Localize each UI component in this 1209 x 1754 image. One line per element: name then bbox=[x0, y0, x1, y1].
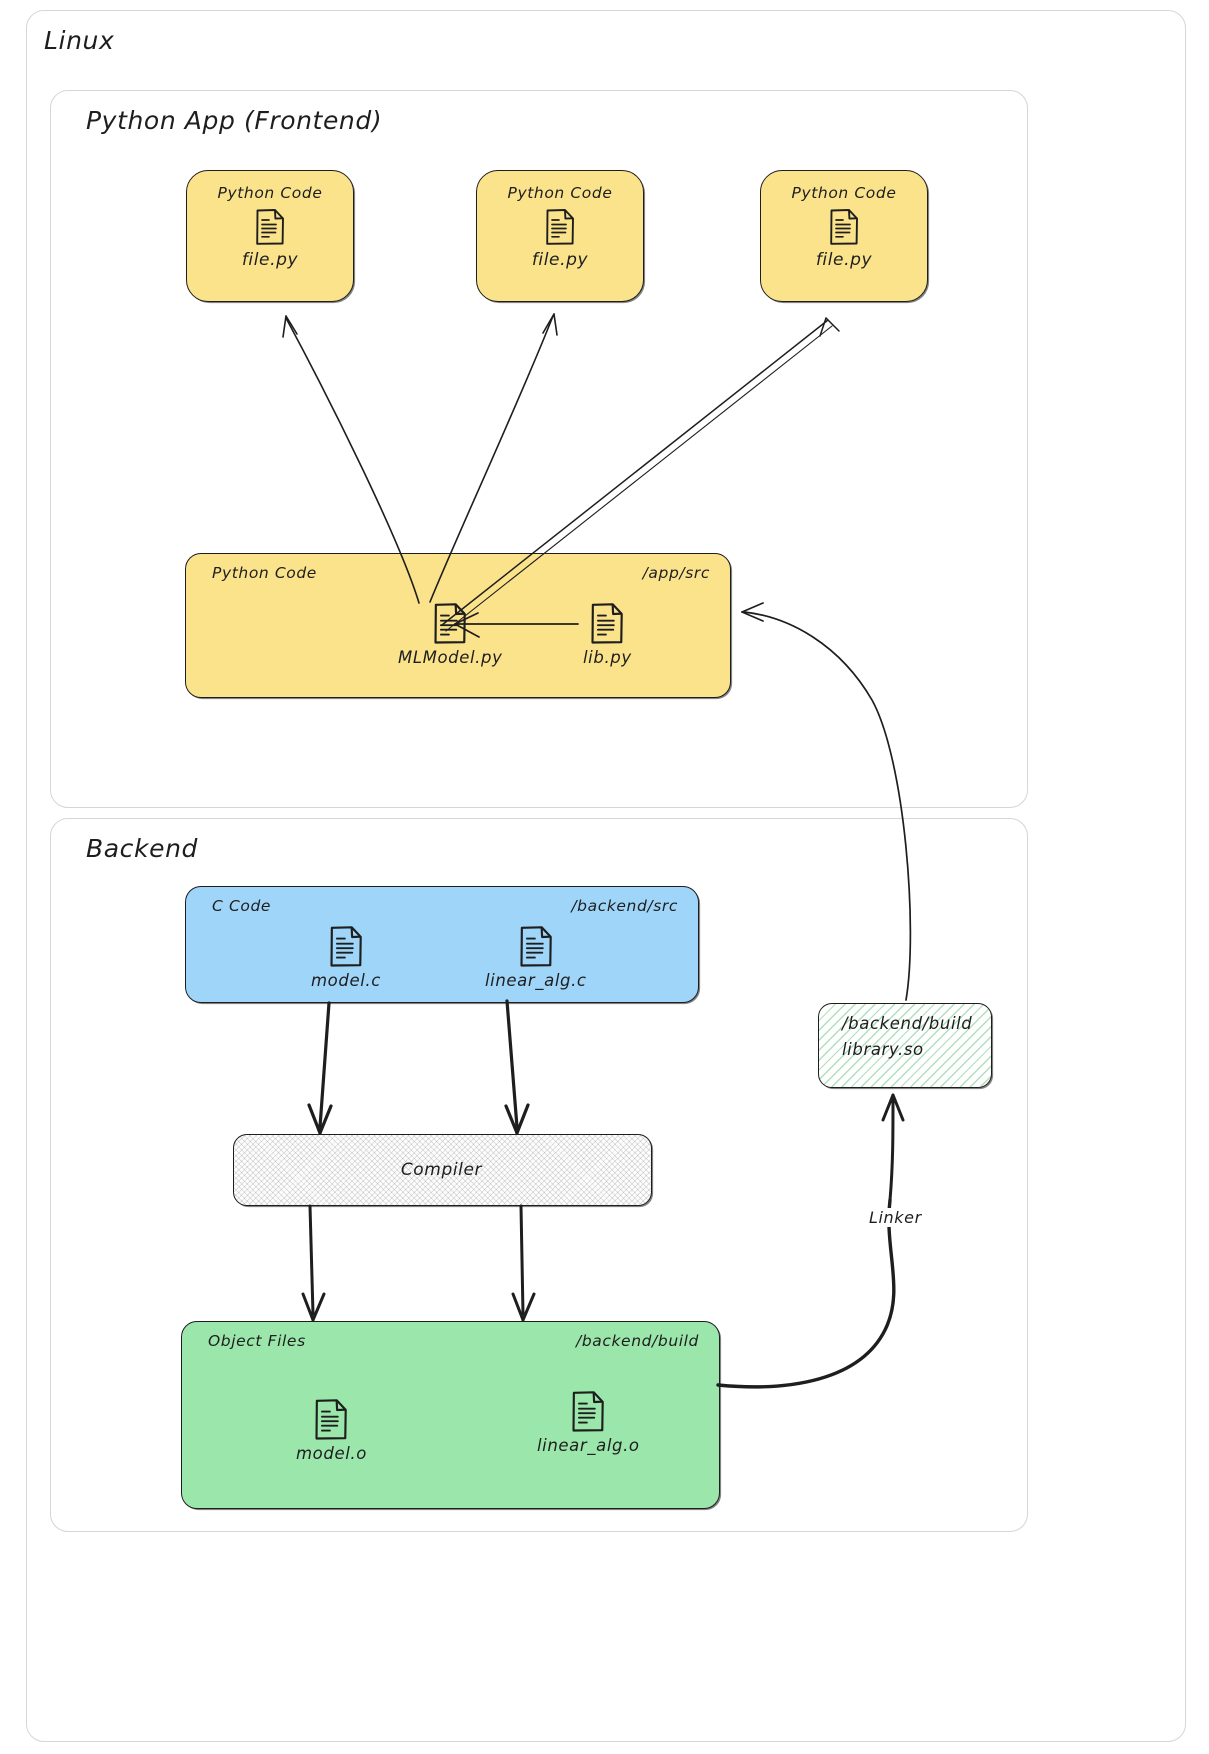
library-so-path: /backend/build bbox=[842, 1014, 973, 1033]
card-file-name: file.py bbox=[815, 250, 873, 270]
library-so-box[interactable] bbox=[818, 1003, 992, 1088]
file-icon bbox=[519, 925, 553, 968]
file-linear-alg-o[interactable]: linear_alg.o bbox=[537, 1390, 640, 1455]
backend-src-group-title: C Code bbox=[212, 897, 272, 915]
python-code-card-1[interactable]: Python Code file.py bbox=[186, 170, 354, 302]
frame-frontend-label: Python App (Frontend) bbox=[86, 106, 383, 135]
card-title: Python Code bbox=[791, 184, 897, 202]
card-file-name: file.py bbox=[241, 250, 299, 270]
file-icon bbox=[255, 208, 285, 246]
object-files-group[interactable]: Object Files /backend/build bbox=[181, 1321, 720, 1509]
file-icon bbox=[314, 1398, 348, 1441]
frame-frontend bbox=[50, 90, 1028, 808]
python-code-card-2[interactable]: Python Code file.py bbox=[476, 170, 644, 302]
library-so-name: library.so bbox=[842, 1039, 924, 1059]
file-lib-py[interactable]: lib.py bbox=[583, 602, 632, 667]
file-label: model.o bbox=[296, 1444, 367, 1463]
card-file-name: file.py bbox=[531, 250, 589, 270]
backend-src-group-path: /backend/src bbox=[571, 897, 678, 915]
file-model-o[interactable]: model.o bbox=[296, 1398, 367, 1463]
file-label: model.c bbox=[311, 971, 381, 990]
python-code-card-3[interactable]: Python Code file.py bbox=[760, 170, 928, 302]
file-linear-alg-c[interactable]: linear_alg.c bbox=[485, 925, 587, 990]
file-icon bbox=[433, 602, 467, 645]
file-label: lib.py bbox=[583, 648, 632, 667]
file-icon bbox=[329, 925, 363, 968]
linker-label: Linker bbox=[866, 1208, 925, 1227]
backend-src-group[interactable]: C Code /backend/src bbox=[185, 886, 699, 1003]
frame-linux bbox=[26, 10, 1186, 1742]
library-so-text: /backend/build library.so bbox=[842, 1011, 992, 1062]
app-src-group-title: Python Code bbox=[212, 564, 317, 582]
app-src-group-path: /app/src bbox=[642, 564, 710, 582]
object-files-group-path: /backend/build bbox=[576, 1332, 699, 1350]
file-icon bbox=[590, 602, 624, 645]
file-mlmodel-py[interactable]: MLModel.py bbox=[398, 602, 502, 667]
frame-backend bbox=[50, 818, 1028, 1532]
frame-linux-label: Linux bbox=[44, 26, 115, 55]
object-files-group-title: Object Files bbox=[208, 1332, 306, 1350]
file-model-c[interactable]: model.c bbox=[311, 925, 381, 990]
file-icon bbox=[829, 208, 859, 246]
compiler-label: Compiler bbox=[400, 1160, 483, 1180]
compiler-box[interactable] bbox=[233, 1134, 652, 1206]
file-icon bbox=[571, 1390, 605, 1433]
file-label: linear_alg.o bbox=[537, 1436, 640, 1455]
file-label: linear_alg.c bbox=[485, 971, 587, 990]
file-label: MLModel.py bbox=[398, 648, 503, 667]
frame-backend-label: Backend bbox=[86, 834, 198, 863]
file-icon bbox=[545, 208, 575, 246]
card-title: Python Code bbox=[217, 184, 323, 202]
card-title: Python Code bbox=[507, 184, 613, 202]
